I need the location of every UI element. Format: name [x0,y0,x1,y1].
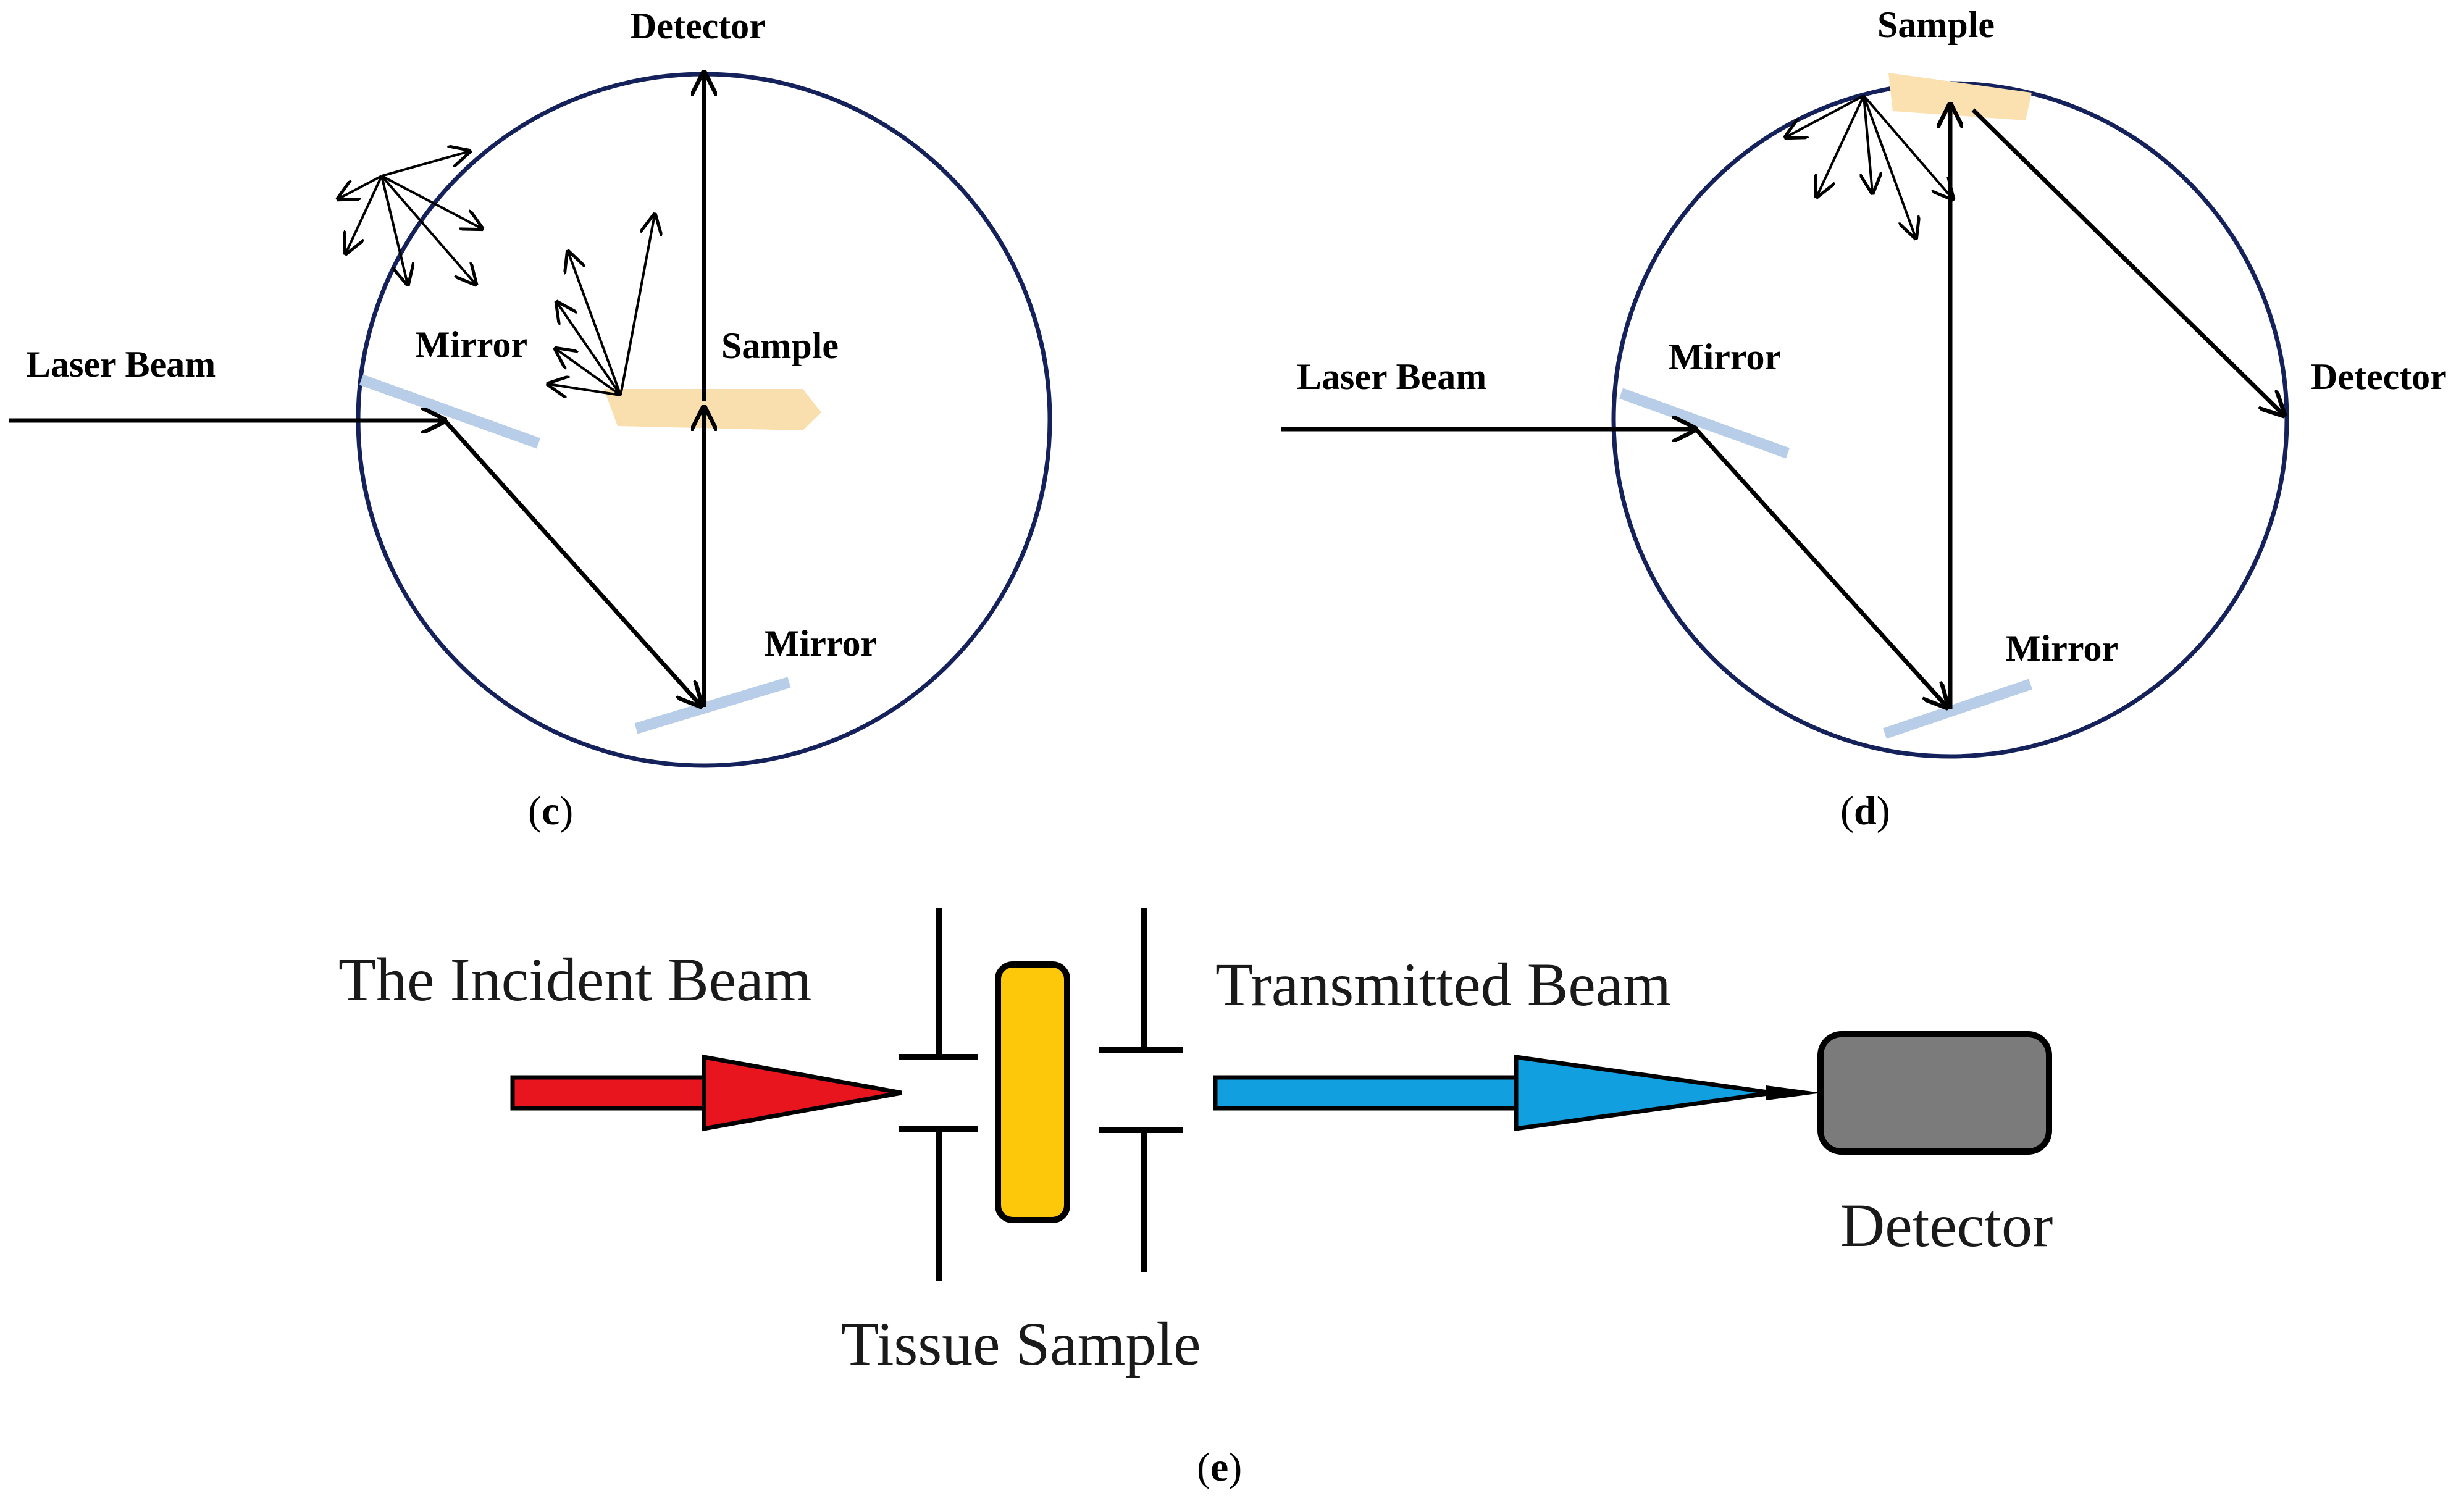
caption-d: (d) [1840,788,1890,834]
scatter-rays-sample-d [1786,94,1953,238]
label-detector-c: Detector [630,6,766,46]
tissue-sample [995,961,1070,1223]
caption-c: (c) [528,788,573,834]
label-laser-beam-d: Laser Beam [1297,356,1486,397]
reflected-beam-down-c [444,420,701,706]
label-mirror-bottom-c: Mirror [765,623,877,664]
scatter-rays-wall-c [338,151,482,284]
label-tissue-sample: Tissue Sample [841,1310,1201,1378]
left-slit [899,908,978,1281]
label-mirror-top-d: Mirror [1669,337,1781,377]
beam-to-detector-d [1971,108,2284,415]
right-slit [1099,908,1183,1272]
detector-box [1817,1031,2052,1155]
label-detector-d: Detector [2311,356,2447,397]
label-detector-e: Detector [1840,1191,2053,1260]
panel-e: The Incident Beam Transmitted Beam Detec… [338,908,2053,1490]
panel-d: Sample Detector Laser Beam Mirror Mirror… [1281,4,2447,834]
label-transmitted-beam: Transmitted Beam [1215,950,1671,1019]
label-laser-beam-c: Laser Beam [26,344,216,385]
mirror-bottom-d [1883,679,2032,739]
sample-slab-d [1888,73,2032,120]
label-mirror-bottom-d: Mirror [2006,628,2118,669]
panel-c: Detector Laser Beam Mirror Sample Mirror… [9,6,1052,834]
scatter-rays-sample-c [548,215,655,395]
incident-beam-arrow [510,1054,902,1132]
mirror-top-d [1619,388,1790,459]
mirror-top-c [359,374,541,449]
transmitted-beam-arrow [1213,1054,1822,1132]
sample-slab-c [604,389,821,430]
mirror-bottom-c [634,677,791,734]
label-mirror-top-c: Mirror [415,324,527,365]
label-sample-c: Sample [721,325,839,366]
label-incident-beam: The Incident Beam [338,945,811,1014]
caption-e: (e) [1197,1445,1242,1490]
reflected-beam-down-d [1695,429,1947,707]
label-sample-d: Sample [1877,4,1995,45]
